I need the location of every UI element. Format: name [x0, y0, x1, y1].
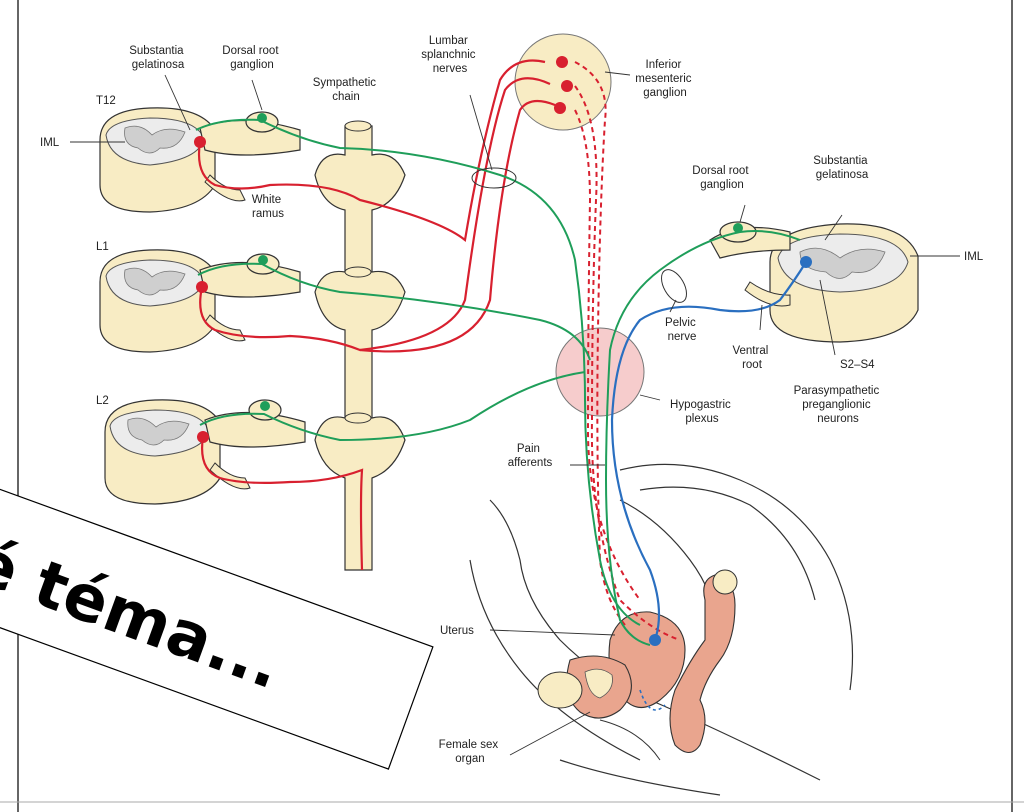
label-t12: T12 [96, 95, 116, 107]
hypogastric-plexus-shape [556, 328, 644, 416]
label-inferior-mesenteric-ganglion: Inferior mesenteric ganglion [635, 59, 694, 99]
pubic-bone-shape [538, 672, 582, 708]
label-iml-right: IML [964, 251, 984, 263]
label-lumbar-splanchnic-nerves: Lumbar splanchnic nerves [421, 35, 479, 75]
pelvic-nerve-loop [656, 265, 691, 306]
label-white-ramus: White ramus [252, 194, 285, 220]
label-dorsal-root-ganglion-left: Dorsal root ganglion [222, 45, 281, 71]
label-substantia-gelatinosa-left: Substantia gelatinosa [129, 45, 187, 71]
label-dorsal-root-ganglion-right: Dorsal root ganglion [692, 165, 751, 191]
label-iml-left: IML [40, 137, 60, 149]
label-l1: L1 [96, 241, 109, 253]
bowel-loop-shape [713, 570, 737, 594]
label-female-sex-organ: Female sex organ [439, 739, 502, 765]
pain-afferent-pathways [196, 120, 800, 645]
label-parasympathetic-preganglionic-neurons: Parasympathetic preganglionic neurons [794, 385, 883, 425]
label-l2: L2 [96, 395, 109, 407]
label-pain-afferents: Pain afferents [508, 443, 553, 469]
label-pelvic-nerve: Pelvic nerve [665, 317, 699, 343]
label-sympathetic-chain: Sympathetic chain [313, 77, 379, 103]
label-hypogastric-plexus: Hypogastric plexus [670, 399, 734, 425]
spinal-segment-l2 [105, 400, 305, 504]
label-substantia-gelatinosa-right: Substantia gelatinosa [813, 155, 871, 181]
spinal-segment-s2-s4 [710, 222, 918, 342]
label-ventral-root: Ventral root [732, 345, 771, 371]
label-s2-s4: S2–S4 [840, 359, 875, 371]
label-uterus: Uterus [440, 625, 474, 637]
